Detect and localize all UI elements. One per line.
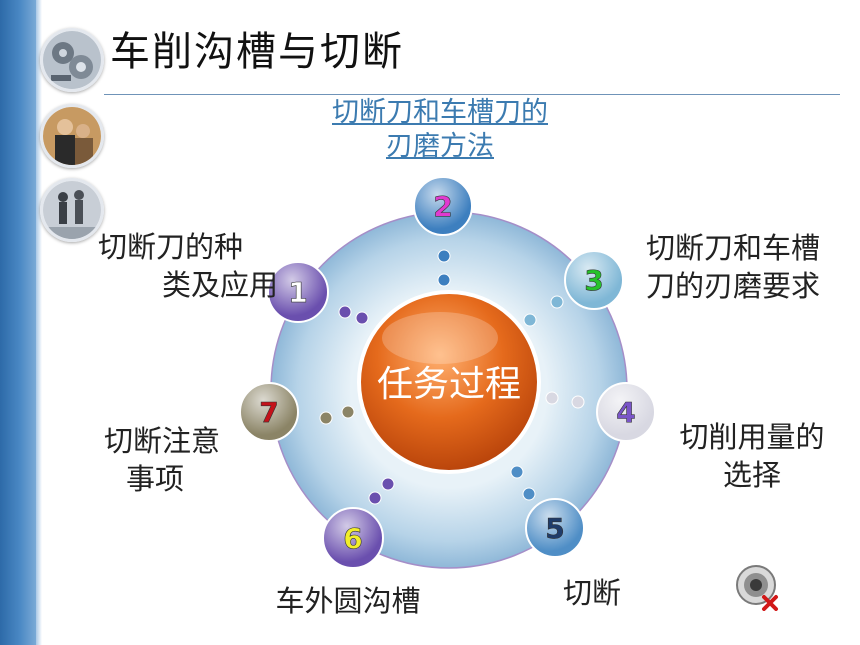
meeting-people-icon (40, 104, 104, 168)
node-7-label: 切断注意 事项 (88, 422, 236, 498)
connector-dot (510, 465, 524, 479)
center-label: 任务过程 (377, 364, 521, 405)
node-ball-shine (240, 383, 298, 441)
node-number: 1 (288, 276, 307, 309)
node-3-label-line2: 刀的刃磨要求 (645, 269, 820, 303)
center-highlight (382, 312, 498, 364)
node-6-ball[interactable]: 6 (322, 507, 384, 569)
connector-dot (368, 491, 382, 505)
node-1-ball[interactable]: 1 (267, 261, 329, 323)
connector-dot (338, 305, 352, 319)
center-circle (357, 290, 541, 474)
connector-dot (341, 405, 355, 419)
node-ball-shine (526, 499, 584, 557)
node-ball-shine (597, 383, 655, 441)
node-number: 7 (259, 396, 278, 429)
connector-dot (381, 477, 395, 491)
connector-dot (319, 411, 333, 425)
link-line-2: 刃磨方法 (386, 131, 494, 162)
node-number: 3 (584, 264, 603, 297)
node-7-label-line2: 事项 (126, 462, 185, 496)
node-number: 2 (433, 190, 452, 223)
gears-icon (40, 28, 104, 92)
connector-dot (522, 487, 536, 501)
node-4-label-line1: 切削用量的 (679, 420, 825, 454)
node-2-ball[interactable]: 2 (413, 176, 473, 236)
node-4-label: 切削用量的 选择 (662, 418, 842, 494)
page-title: 车削沟槽与切断 (110, 29, 404, 75)
node-3-label-line1: 切断刀和车槽 (645, 231, 820, 265)
sharpening-method-link[interactable]: 切断刀和车槽刀的 刃磨方法 (300, 96, 580, 164)
node-number: 5 (545, 512, 564, 545)
node-1-label-line1: 切断刀的种 (98, 230, 244, 264)
connector-dot (437, 273, 451, 287)
node-3-ball[interactable]: 3 (564, 250, 624, 310)
connector-dot (550, 295, 564, 309)
process-nodes: 1 2 3 4 5 6 7 (239, 176, 656, 569)
speaker-close-icon[interactable] (734, 563, 782, 611)
node-ball-shine (268, 262, 328, 322)
node-number: 4 (616, 396, 635, 429)
connector-dots (319, 249, 585, 505)
node-7-label-line1: 切断注意 (103, 424, 220, 458)
node-4-ball[interactable]: 4 (596, 382, 656, 442)
connector-dot (437, 249, 451, 263)
node-ball-shine (323, 508, 383, 568)
node-7-ball[interactable]: 7 (239, 382, 299, 442)
node-1-label: 切断刀的种 类及应用 (98, 228, 278, 304)
link-line-1: 切断刀和车槽刀的 (332, 97, 548, 128)
node-6-label: 车外圆沟槽 (275, 584, 421, 618)
node-number: 6 (343, 522, 362, 555)
title-divider (104, 94, 840, 95)
node-1-label-line2: 类及应用 (161, 268, 278, 302)
node-5-label: 切断 (562, 576, 621, 610)
connector-dot (545, 391, 559, 405)
node-4-label-line2: 选择 (722, 458, 781, 492)
connector-dot (355, 311, 369, 325)
node-5-ball[interactable]: 5 (525, 498, 585, 558)
node-ball-shine (565, 251, 623, 309)
left-decorative-bar (0, 0, 42, 645)
connector-dot (571, 395, 585, 409)
node-3-label: 切断刀和车槽 刀的刃磨要求 (628, 229, 838, 305)
walking-people-icon (40, 178, 104, 242)
connector-dot (523, 313, 537, 327)
node-ball-shine (414, 177, 472, 235)
